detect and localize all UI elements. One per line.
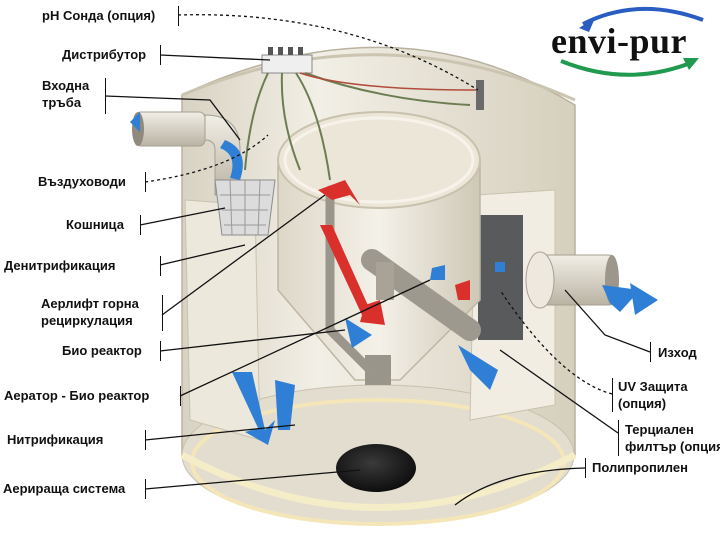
outlet-pipe: [525, 251, 619, 309]
bracket: [650, 342, 651, 362]
bracket: [160, 341, 161, 361]
leader-lines: [104, 14, 651, 506]
bracket: [160, 256, 161, 276]
label-uv-line2: (опция): [618, 396, 667, 411]
label-outlet: Изход: [658, 345, 697, 360]
bracket: [618, 420, 619, 456]
label-airlift-line2: рециркулация: [41, 313, 133, 328]
bracket: [145, 430, 146, 450]
bracket: [140, 215, 141, 235]
label-inlet-pipe-line1: Входна: [42, 78, 90, 93]
label-ph-probe: pH Сонда (опция): [42, 8, 156, 23]
logo-swoosh-icon: [560, 7, 704, 77]
envi-pur-logo: envi-pur: [543, 6, 718, 78]
aeration-lid: [336, 444, 416, 492]
label-bio-reactor: Био реактор: [62, 343, 142, 358]
bracket: [105, 78, 106, 114]
label-air-ducts: Въздуховоди: [38, 174, 126, 189]
red-flow-arrows: [318, 180, 470, 325]
bracket: [145, 479, 146, 499]
label-uv-line1: UV Защита: [618, 379, 688, 394]
label-polypropylene: Полипропилен: [592, 460, 688, 475]
blue-flow-arrows: [130, 112, 658, 445]
bracket: [160, 45, 161, 65]
label-tertiary-line1: Терциален: [625, 422, 694, 437]
label-denitrification: Денитрификация: [4, 258, 116, 273]
bracket: [162, 295, 163, 331]
logo-text: envi-pur: [551, 21, 688, 61]
distributor: [244, 47, 481, 181]
basket: [214, 179, 276, 236]
bracket: [145, 172, 146, 192]
label-aeration-system: Аерираща система: [3, 481, 126, 496]
label-nitrification: Нитрификация: [7, 432, 104, 447]
bracket: [180, 386, 181, 406]
label-distributor: Дистрибутор: [62, 47, 147, 62]
label-inlet-pipe-line2: тръба: [42, 95, 82, 110]
label-tertiary-line2: филтър (опция): [625, 439, 720, 454]
label-aerator: Аератор - Био реактор: [4, 388, 150, 403]
bracket: [585, 458, 586, 478]
label-airlift-line1: Аерлифт горна: [41, 296, 139, 311]
ph-probe: [476, 80, 484, 110]
label-basket: Кошница: [66, 217, 124, 232]
bracket: [612, 378, 613, 412]
bracket: [178, 6, 179, 26]
